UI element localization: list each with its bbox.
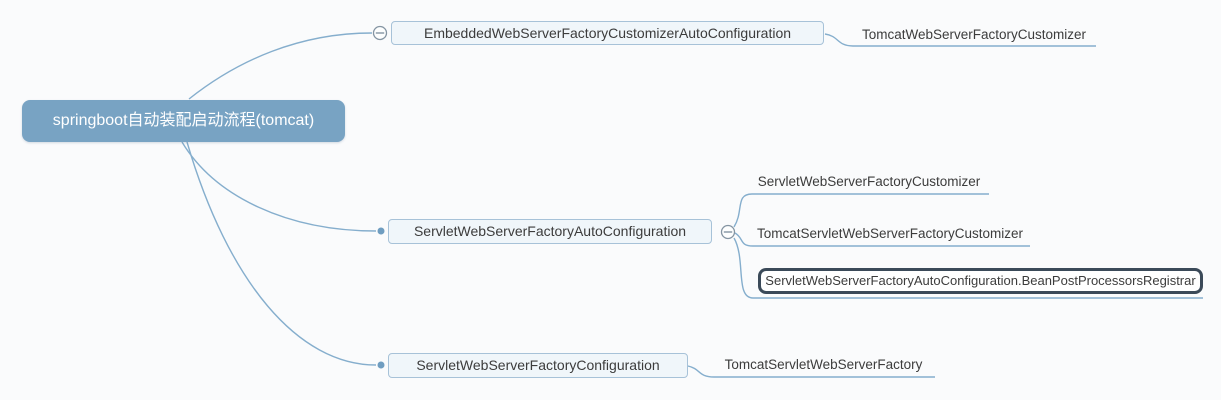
topic-servlet-web-server-factory-configuration[interactable]: ServletWebServerFactoryConfiguration xyxy=(388,353,688,378)
edge-branch2-to-leaf2 xyxy=(734,232,1030,247)
topic-tomcat-servlet-web-server-factory-customizer[interactable]: TomcatServletWebServerFactoryCustomizer xyxy=(756,226,1024,241)
edge-branch3-to-leaf xyxy=(687,365,935,378)
topic-bean-post-processors-registrar-selected[interactable]: ServletWebServerFactoryAutoConfiguration… xyxy=(758,268,1203,294)
topic-servlet-web-server-factory-customizer[interactable]: ServletWebServerFactoryCustomizer xyxy=(757,174,981,189)
topic-tomcat-web-server-factory-customizer[interactable]: TomcatWebServerFactoryCustomizer xyxy=(861,27,1087,42)
edge-branch2-to-leaf1 xyxy=(733,193,989,228)
root-topic[interactable]: springboot自动装配启动流程(tomcat) xyxy=(22,100,345,142)
topic-embedded-web-server-factory-customizer-auto-configuration[interactable]: EmbeddedWebServerFactoryCustomizerAutoCo… xyxy=(391,21,824,45)
connector-dot xyxy=(377,361,385,369)
edge-root-to-branch-1 xyxy=(188,32,373,100)
edge-branch2-to-leaf3 xyxy=(733,237,1203,299)
topic-tomcat-servlet-web-server-factory[interactable]: TomcatServletWebServerFactory xyxy=(724,357,923,372)
edge-root-to-branch-2 xyxy=(181,141,377,232)
edge-root-to-branch-3 xyxy=(186,141,377,366)
edge-branch1-to-leaf xyxy=(824,33,1096,47)
connector-dot xyxy=(377,227,385,235)
collapse-minus-icon[interactable] xyxy=(372,25,388,41)
collapse-minus-icon[interactable] xyxy=(720,224,736,240)
topic-servlet-web-server-factory-auto-configuration[interactable]: ServletWebServerFactoryAutoConfiguration xyxy=(388,219,712,244)
